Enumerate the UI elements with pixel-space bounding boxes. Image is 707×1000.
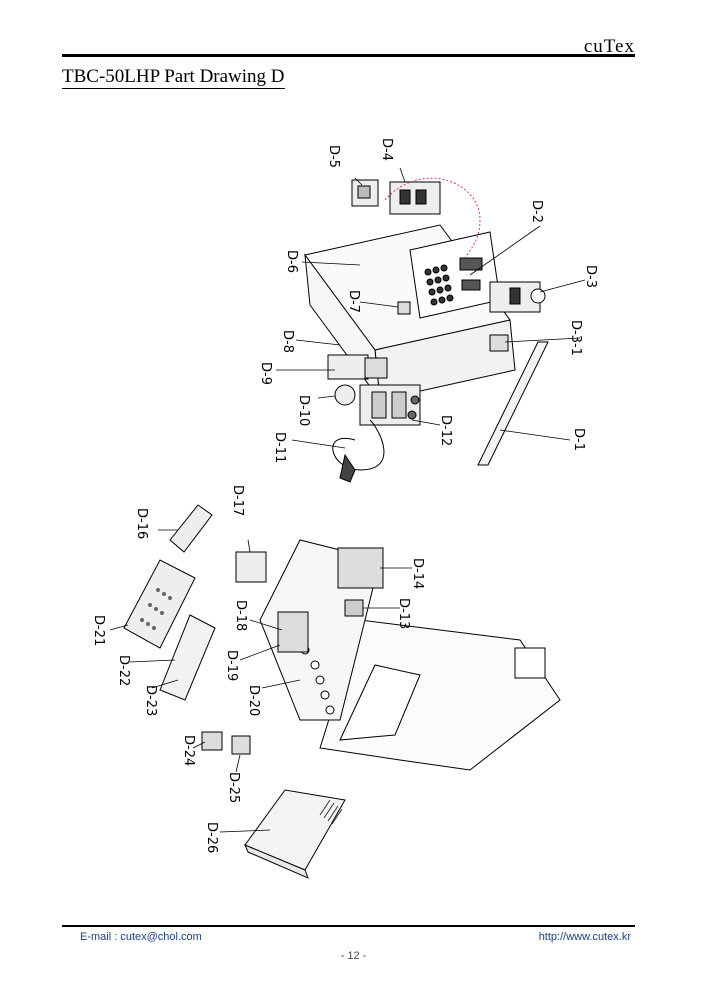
- label-d3: D-3: [583, 265, 598, 288]
- label-d3-1: D-3-1: [568, 320, 583, 356]
- label-d18: D-18: [233, 600, 248, 631]
- main-pcb: [159, 614, 216, 701]
- label-d19: D-19: [224, 650, 239, 681]
- pressure-gauge: [334, 384, 356, 406]
- label-d5: D-5: [326, 145, 341, 168]
- label-d2: D-2: [529, 200, 544, 223]
- label-d20: D-20: [246, 685, 261, 716]
- label-d13: D-13: [396, 598, 411, 629]
- page-number: - 12 -: [340, 950, 367, 962]
- label-d24: D-24: [181, 735, 196, 766]
- footer-rule: [62, 925, 635, 927]
- footer-url[interactable]: http://www.cutex.kr: [538, 931, 631, 943]
- mounting-rail: [477, 341, 549, 466]
- connector-module: [169, 504, 213, 553]
- power-supply-unit: [244, 789, 346, 879]
- label-d7: D-7: [346, 290, 361, 313]
- label-d22: D-22: [116, 655, 131, 686]
- label-d23: D-23: [143, 685, 158, 716]
- label-d12: D-12: [438, 415, 453, 446]
- socket-block: [231, 735, 251, 755]
- label-d16: D-16: [134, 508, 149, 539]
- relay-module: [235, 551, 267, 583]
- label-d8: D-8: [280, 330, 295, 353]
- transformer: [337, 547, 384, 589]
- label-d11: D-11: [272, 432, 287, 463]
- brand-logo-text: cuTex: [583, 36, 635, 57]
- base-plate: [319, 619, 561, 771]
- keypad-panel: [123, 559, 196, 649]
- power-cord: [332, 419, 385, 471]
- label-d10: D-10: [296, 395, 311, 426]
- mount-bracket: [489, 334, 509, 352]
- label-d21: D-21: [91, 615, 106, 646]
- small-fitting: [397, 301, 411, 315]
- terminal-block: [344, 599, 364, 617]
- valve-block: [359, 384, 421, 426]
- label-d17: D-17: [230, 485, 245, 516]
- pcb-board: [277, 611, 309, 653]
- air-regulator: [327, 354, 388, 380]
- relay-block: [351, 179, 379, 207]
- label-d14: D-14: [410, 558, 425, 589]
- timer-module: [389, 181, 441, 215]
- label-d25: D-25: [226, 772, 241, 803]
- control-box-housing: [304, 224, 516, 402]
- label-d9: D-9: [258, 362, 273, 385]
- label-d4: D-4: [379, 138, 394, 161]
- page-title: TBC-50LHP Part Drawing D: [62, 66, 285, 89]
- connector-plug: [201, 731, 223, 751]
- label-d6: D-6: [284, 250, 299, 273]
- label-d26: D-26: [204, 822, 219, 853]
- switch-unit: [489, 281, 546, 313]
- header-rule: [62, 54, 635, 57]
- footer-email[interactable]: E-mail : cutex@chol.com: [80, 931, 202, 943]
- label-d1: D-1: [571, 428, 586, 451]
